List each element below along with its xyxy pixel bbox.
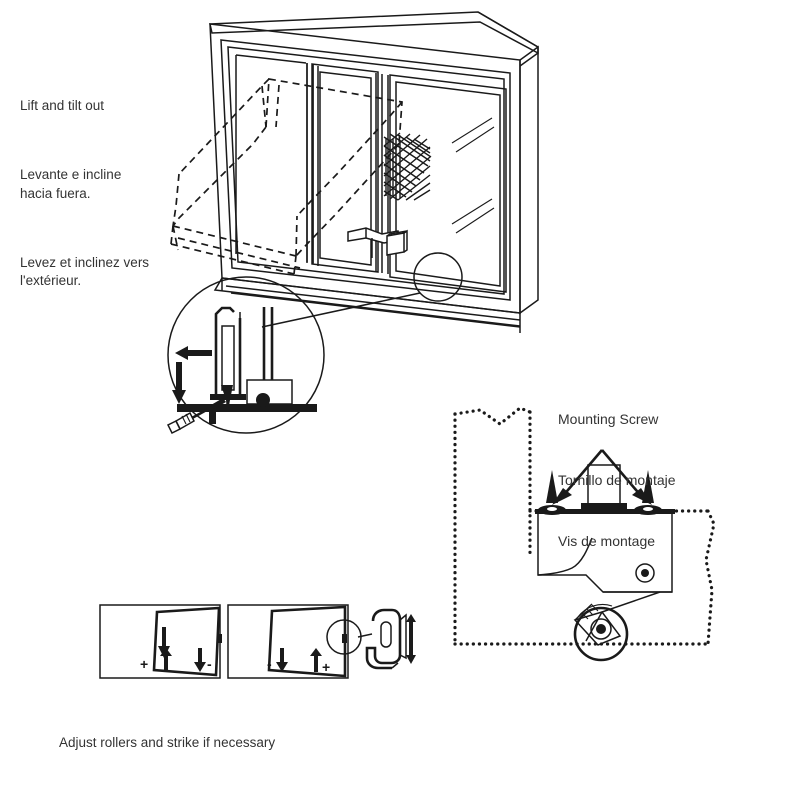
lower-marker-left-sign: - — [207, 656, 212, 672]
mounting-screw-line-fr: Vis de montage — [558, 532, 656, 549]
mounting-screw-left — [538, 470, 566, 515]
strike-plate-callout — [357, 608, 416, 670]
lift-line-fr: Levez et inclinez vers l'extérieur. — [20, 254, 150, 289]
lift-line-en: Lift and tilt out — [20, 98, 105, 114]
insect-screen-mesh — [383, 132, 432, 201]
mounting-screw-arrow-left — [552, 449, 603, 505]
raise-marker-right-sign: + — [322, 659, 330, 675]
sliding-sash — [311, 63, 389, 274]
raise-marker-left-sign: + — [140, 656, 148, 672]
adjustment-screw — [221, 385, 233, 412]
lift-line-es: Levante e incline hacia fuera. — [20, 167, 122, 201]
window-panel-right: - + — [227, 604, 362, 679]
mounting-screw-line-en: Mounting Screw — [558, 410, 659, 427]
sill-track — [177, 404, 317, 424]
screwdriver — [166, 398, 226, 435]
adjust-rollers-instructions: Adjust rollers and strike if necessary R… — [59, 697, 759, 800]
center-adjuster-block — [581, 464, 627, 510]
mounting-screw-line-es: Tornillo de montaje — [558, 471, 676, 488]
window-panel-left: + - — [99, 604, 222, 679]
lift-and-tilt-out-instructions: Lift and tilt out Levante e incline haci… — [20, 60, 230, 328]
mounting-screw-arrow-right — [601, 449, 652, 505]
sash-latch-handle — [347, 227, 408, 258]
detail-circle-marker — [413, 252, 463, 302]
push-left-arrow — [175, 346, 212, 360]
detail-leader-line — [261, 292, 421, 328]
strike-adjust-arrow — [406, 614, 416, 664]
tilted-sash-dashed-outline — [170, 78, 403, 275]
mounting-screw-callout-label: Mounting Screw Tornillo de montaje Vis d… — [558, 371, 778, 592]
housing-top-flange — [535, 509, 675, 514]
fixed-right-pane — [389, 74, 507, 293]
lower-marker-right-sign: - — [267, 656, 272, 672]
adjust-line-en: Adjust rollers and strike if necessary — [59, 735, 276, 751]
roller-wheel — [573, 591, 661, 662]
detail-circle-boundary — [167, 276, 325, 434]
roller-housing — [246, 307, 293, 407]
press-down-arrow — [172, 362, 186, 404]
meeting-stile — [306, 63, 314, 264]
pivot-rivet — [635, 563, 655, 583]
